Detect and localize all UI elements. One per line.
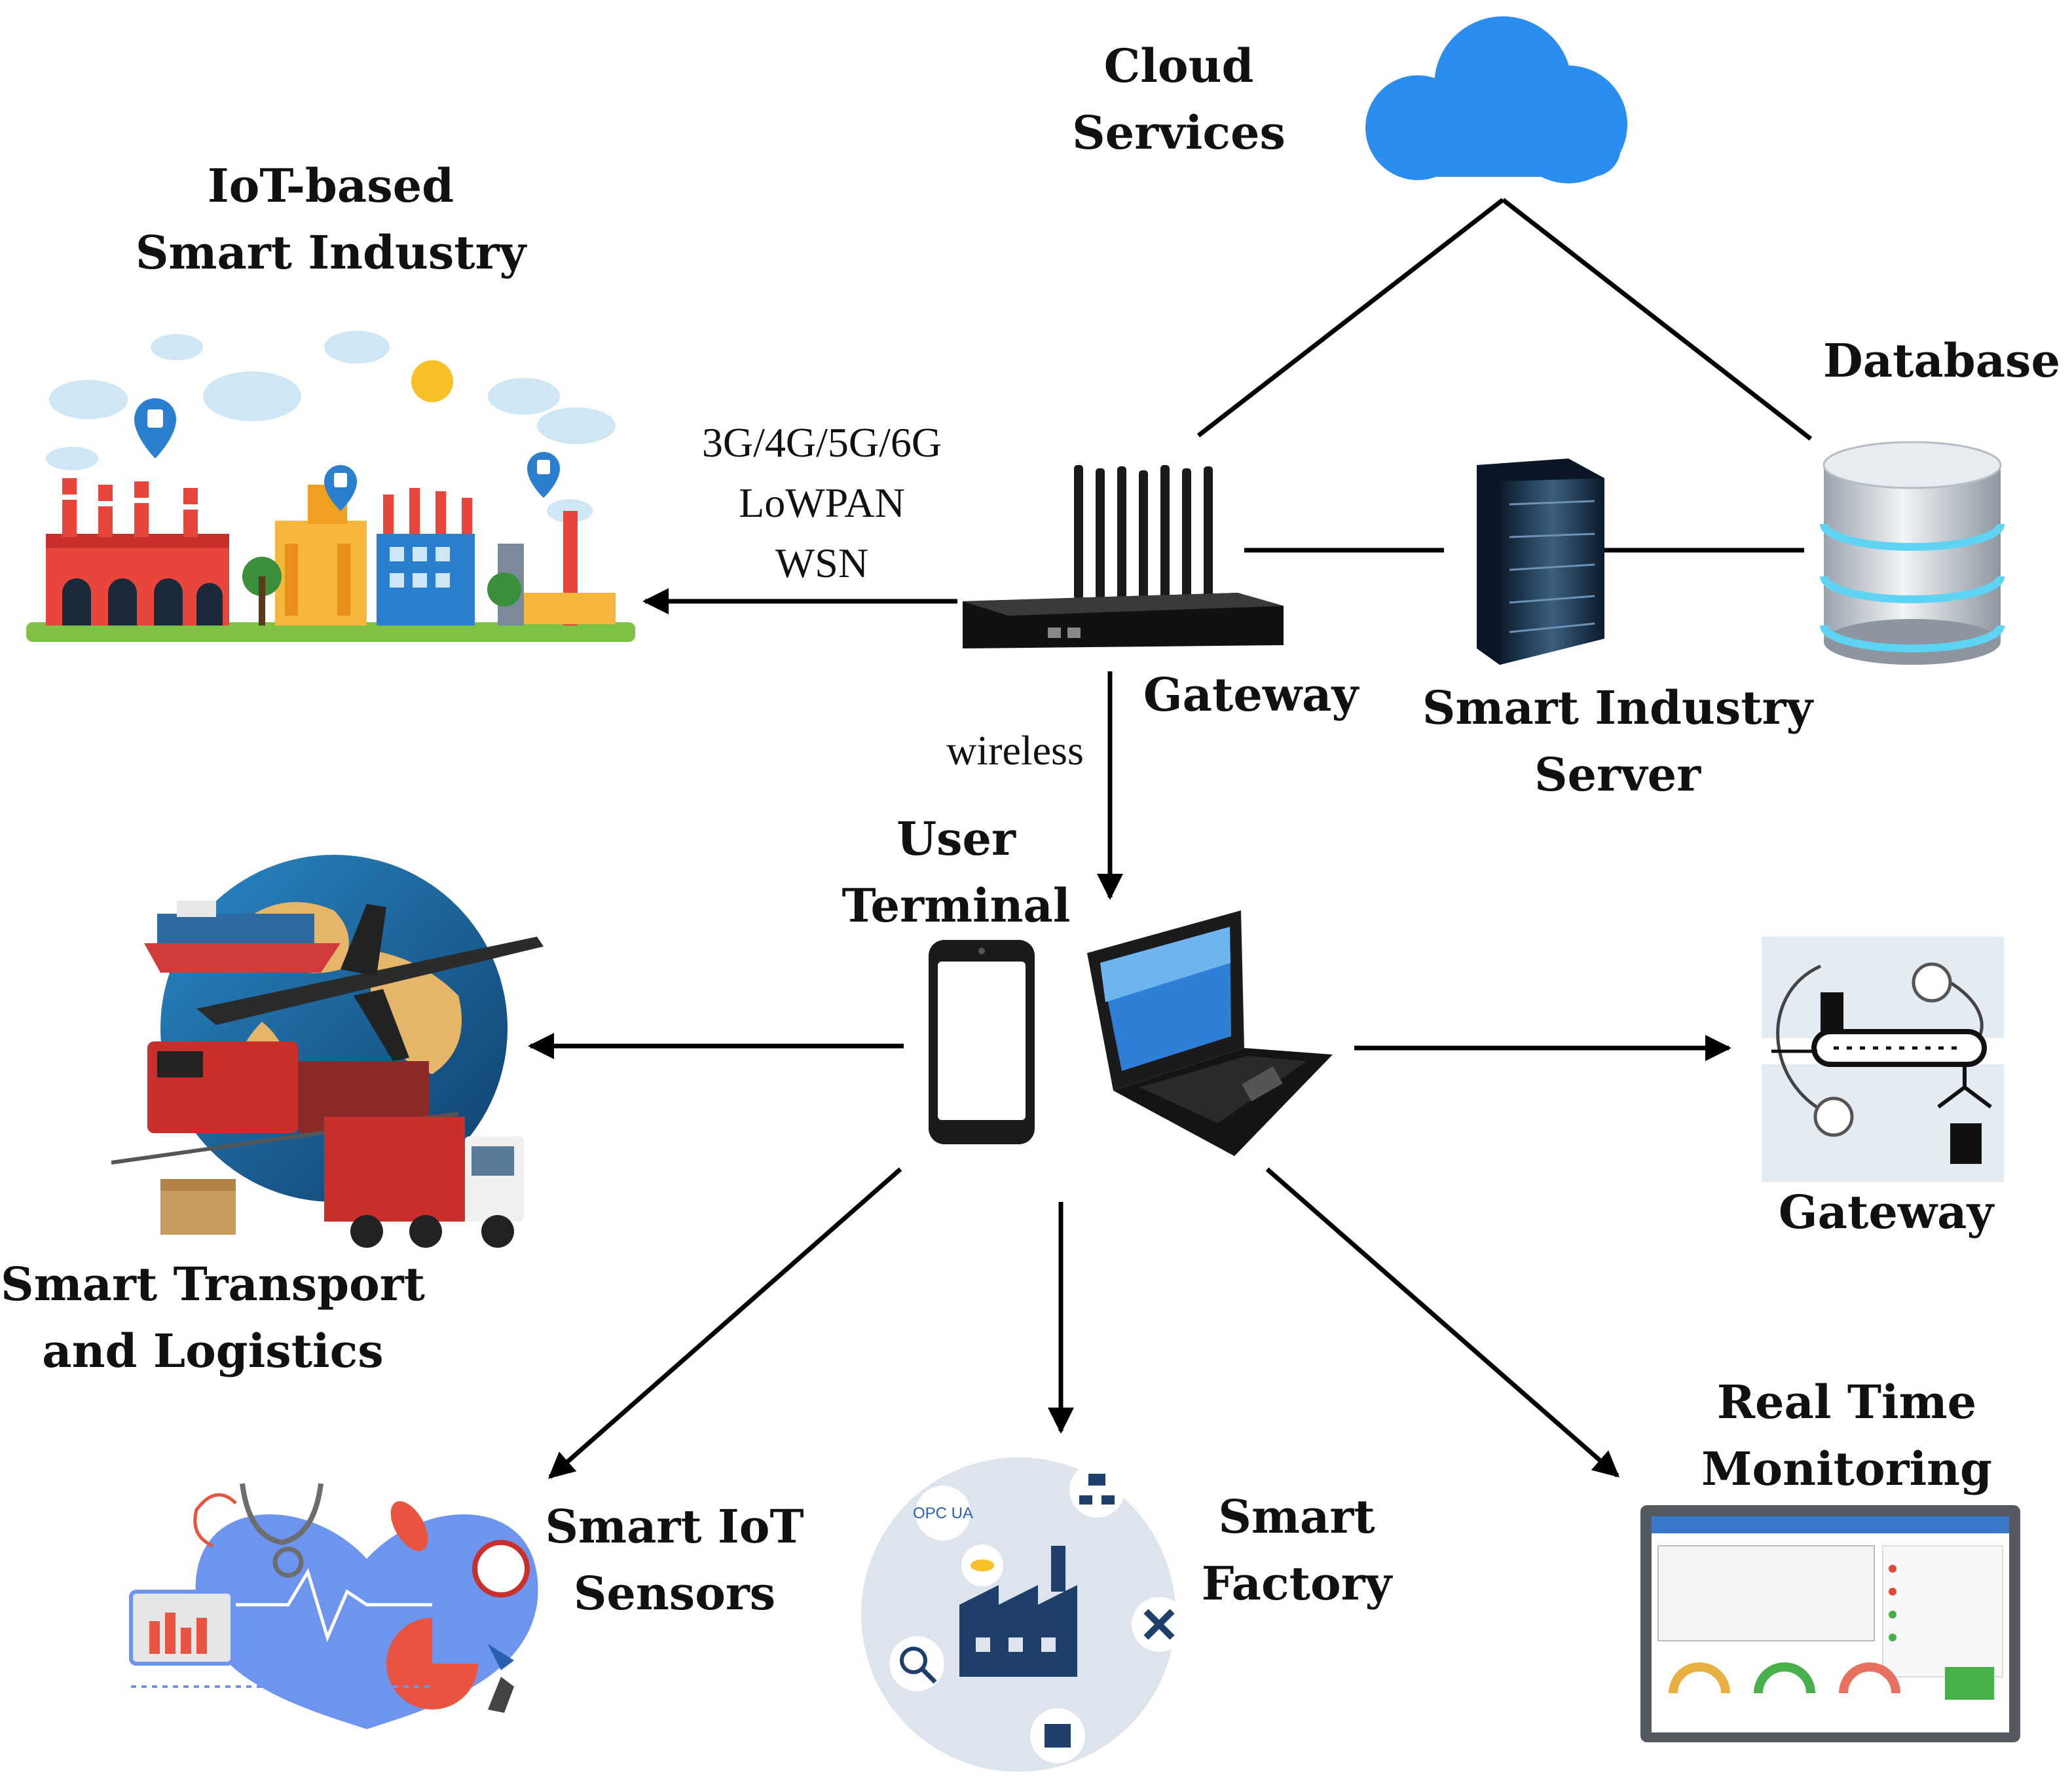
transport-logistics-illustration: [111, 855, 544, 1248]
gateway-router-icon: [963, 465, 1284, 648]
gateway-right-label: Gateway: [1778, 1185, 1994, 1239]
arrow-terminal-to-sensors: [547, 1167, 902, 1479]
monitoring-dashboard-illustration: [1640, 1505, 2020, 1742]
database-icon: [1820, 441, 2005, 665]
smart-factory-illustration: OPC UA: [861, 1457, 1187, 1772]
cloud-icon: [1365, 16, 1627, 183]
laptop-icon: [1087, 910, 1333, 1156]
opc-ua-label: OPC UA: [913, 1505, 973, 1522]
link-cloud-database: [1501, 198, 1813, 441]
gateway-conveyor-illustration: [1762, 937, 2004, 1182]
connections: [528, 198, 1813, 1479]
smart-sensors-illustration: [129, 1483, 538, 1729]
location-pin-icon: [134, 398, 560, 511]
database-label: Database: [1823, 333, 2060, 388]
server-icon: [1477, 458, 1604, 665]
gateway-top-label: Gateway: [1143, 667, 1359, 722]
smartphone-icon: [929, 940, 1035, 1144]
link-gateway-cloud: [1196, 198, 1505, 438]
wireless-label: wireless: [946, 727, 1084, 774]
smart-industry-illustration: [26, 331, 635, 642]
arrow-terminal-to-monitoring: [1265, 1167, 1620, 1478]
